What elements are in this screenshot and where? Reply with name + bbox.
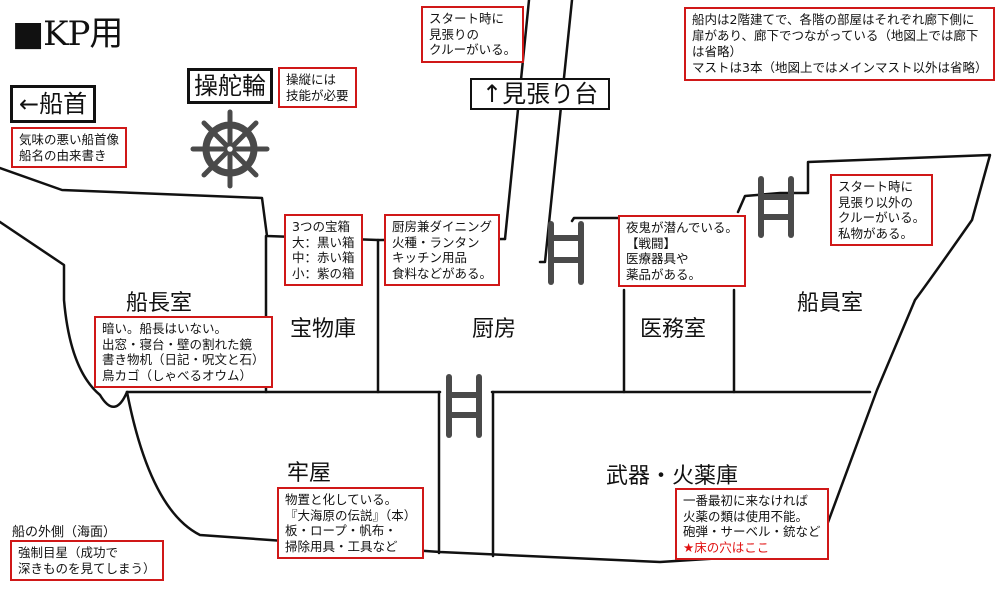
floor-hole-marker: ★床の穴はここ [683,539,770,555]
hull-lower-curve [125,390,819,564]
note-bow: 気味の悪い船首像 船名の由来書き [11,127,128,168]
room-crew: 船員室 [797,291,864,316]
note-armory: 一番最初に来なければ 火薬の類は使用不能。 砲弾・サーベル・銃など ★床の穴はこ… [675,488,829,560]
deck-edge-right [736,153,992,554]
room-armory: 武器・火薬庫 [606,464,739,489]
note-helm: 操縦には 技能が必要 [278,67,357,108]
note-general: 船内は2階建てで、各階の部屋はそれぞれ廊下側に 扉があり、廊下でつながっている（… [684,7,996,81]
room-captain: 船長室 [126,291,193,316]
hull-stern-curve [0,220,129,408]
armory-note-text: 一番最初に来なければ 火薬の類は使用不能。 砲弾・サーベル・銃など [683,493,821,539]
note-infirmary: 夜鬼が潜んでいる。 【戦闘】 医療器具や 薬品がある。 [618,215,746,287]
deck-edge-mid [570,216,622,223]
note-crew: スタート時に 見張り以外の クルーがいる。 私物がある。 [830,174,934,246]
note-captain: 暗い。船長はいない。 出窓・寝台・壁の割れた鏡 書き物机（日記・呪文と石） 鳥カ… [94,316,273,388]
mast-line-left [503,0,531,241]
note-lookout: スタート時に 見張りの クルーがいる。 [421,6,525,63]
helm-label: 操舵輪 [187,68,273,104]
room-brig: 牢屋 [287,461,332,486]
room-infirmary: 医務室 [640,317,707,342]
ladder-icon [446,176,794,438]
page-title: ■KP用 [12,14,123,54]
note-treasury: 3つの宝箱 大：黒い箱 中：赤い箱 小：紫の箱 [284,214,363,286]
outside-label: 船の外側（海面） [12,525,117,540]
note-brig: 物置と化している。 『大海原の伝説』（本） 板・ロープ・帆布・ 掃除用具・工具な… [277,487,425,559]
room-kitchen: 厨房 [472,317,517,342]
room-treasury: 宝物庫 [290,317,357,342]
note-outside: 強制目星（成功で 深きものを見てしまう） [10,540,164,581]
bow-label: ←船首 [10,85,97,123]
ship-wheel-icon [190,109,270,189]
lookout-label: ↑見張り台 [470,78,611,110]
note-kitchen: 厨房兼ダイニング 火種・ランタン キッチン用品 食料などがある。 [384,214,501,286]
mast-line-right [538,0,574,264]
